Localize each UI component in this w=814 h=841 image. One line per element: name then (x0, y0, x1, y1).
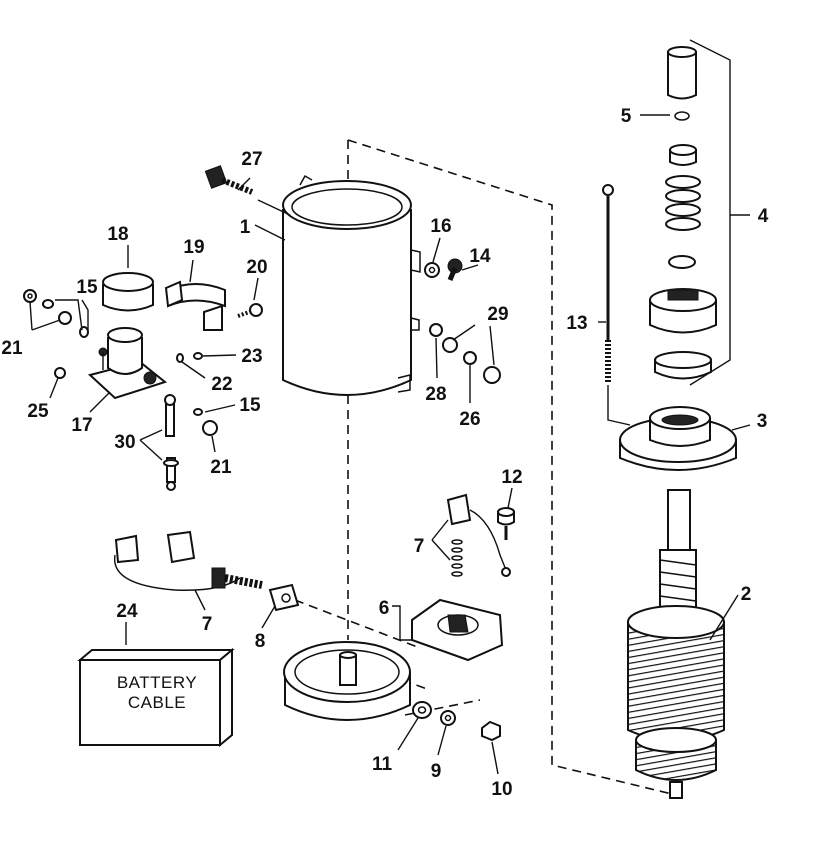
callout-17: 17 (71, 415, 92, 436)
leader-lines (29, 114, 751, 775)
callout-16: 16 (430, 216, 451, 237)
callout-26: 26 (459, 409, 480, 430)
callout-4: 4 (758, 206, 769, 227)
bracket-19 (164, 280, 226, 331)
sleeve-18 (102, 272, 154, 312)
battery-box-line1: BATTERY (117, 673, 197, 692)
callout-25: 25 (27, 401, 49, 422)
callout-21-upper: 21 (1, 338, 23, 359)
callout-19: 19 (183, 237, 204, 258)
armature-2 (627, 489, 725, 799)
callout-labels: 1 2 3 4 5 6 7 7 8 9 10 11 12 13 14 15 15… (1, 106, 768, 800)
callout-5: 5 (621, 106, 632, 127)
drive-assembly-4 (649, 39, 731, 386)
callout-23: 23 (241, 346, 262, 367)
solenoid-17 (87, 327, 168, 400)
washers-nut-9-10-11 (412, 701, 501, 742)
callout-14: 14 (469, 246, 491, 267)
starter-frame-housing (282, 174, 421, 396)
bolt-27 (204, 165, 254, 195)
callout-13: 13 (566, 313, 587, 334)
armature-threads (659, 559, 697, 602)
small-hardware (23, 258, 501, 436)
callout-18: 18 (107, 224, 128, 245)
battery-box-line2: CABLE (128, 693, 186, 712)
callout-22: 22 (211, 374, 232, 395)
callout-10: 10 (491, 779, 512, 800)
terminal-studs-30 (163, 394, 179, 491)
callout-9: 9 (431, 761, 442, 782)
drive-end-cap-3 (607, 385, 737, 471)
callout-29: 29 (487, 304, 508, 325)
callout-2: 2 (741, 584, 752, 605)
callout-8: 8 (255, 631, 266, 652)
callout-20: 20 (246, 257, 267, 278)
callout-30: 30 (114, 432, 135, 453)
callout-7-upper: 7 (414, 536, 425, 557)
callout-15-upper: 15 (76, 277, 98, 298)
brush-set-7-upper (446, 493, 511, 577)
callout-1: 1 (240, 217, 251, 238)
callout-11: 11 (372, 754, 393, 775)
callout-6: 6 (379, 598, 390, 619)
drive-spring (665, 175, 701, 231)
battery-cable-box-24: BATTERY CABLE (77, 647, 235, 748)
thru-bolt-13 (602, 184, 614, 382)
screw-12 (497, 507, 515, 540)
callout-12: 12 (501, 467, 522, 488)
callout-27: 27 (241, 149, 262, 170)
callout-21-lower: 21 (210, 457, 232, 478)
brush-holder-6 (411, 598, 504, 662)
brush-set-7-lower (114, 530, 263, 591)
callout-28: 28 (425, 384, 446, 405)
callout-3: 3 (757, 411, 768, 432)
callout-15-lower: 15 (239, 395, 261, 416)
callout-7-lower: 7 (202, 614, 213, 635)
terminal-clip-8 (268, 583, 300, 612)
commutator-end-cap (283, 641, 411, 721)
callout-24: 24 (116, 601, 138, 622)
screw-20 (237, 303, 263, 318)
